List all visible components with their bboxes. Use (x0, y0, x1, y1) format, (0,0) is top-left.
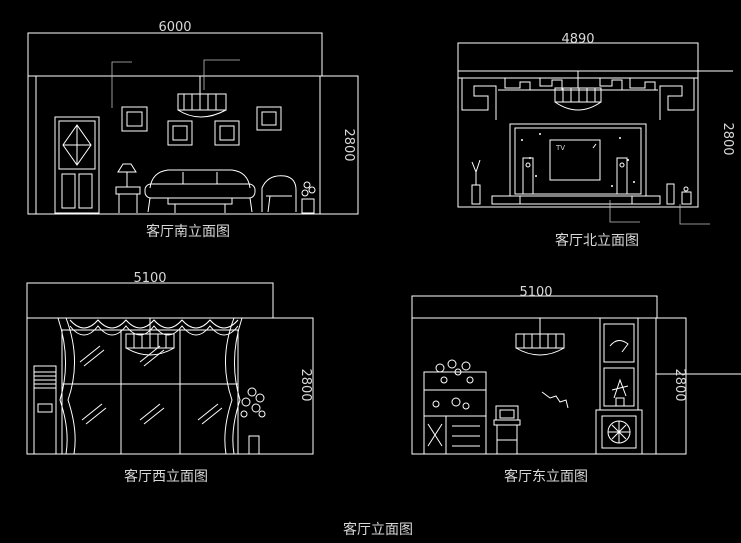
west-width-label: 5100 (133, 271, 166, 286)
south-door (54, 116, 100, 214)
west-plant (240, 387, 266, 455)
table-lamp (117, 163, 137, 173)
air-conditioner (33, 365, 57, 455)
picture-frame-1 (121, 106, 148, 132)
tv-feature-wall: TV (509, 123, 647, 197)
side-table (115, 186, 141, 195)
speaker-right (616, 157, 628, 195)
tv-screen (549, 139, 601, 181)
tv-cabinet (491, 195, 661, 205)
north-chandelier (554, 71, 602, 111)
north-wall-outline (457, 70, 699, 208)
west-chandelier (125, 318, 175, 356)
drawing-title: 客厅立面图 (343, 521, 413, 538)
west-wall-outline (26, 317, 314, 455)
south-chandelier (177, 59, 240, 118)
curtain-left (57, 317, 68, 455)
potted-plant (301, 181, 316, 214)
south-dimension-box (27, 32, 323, 77)
sofa (144, 169, 256, 213)
north-width-label: 4890 (561, 32, 594, 47)
art-niche (599, 317, 657, 454)
picture-frame-4 (256, 106, 282, 131)
north-height-label: 2800 (720, 122, 735, 155)
curtain-right (232, 317, 243, 455)
picture-frame-3 (214, 120, 240, 146)
east-caption: 客厅东立面图 (504, 468, 588, 485)
east-wall-outline (411, 317, 687, 455)
west-dimension-box (26, 282, 274, 319)
display-cabinet (423, 359, 487, 455)
picture-frame-2 (167, 120, 193, 146)
armchair (261, 175, 297, 213)
vase-right-1 (666, 183, 675, 205)
west-caption: 客厅西立面图 (124, 468, 208, 485)
wall-ornament (541, 391, 569, 409)
east-width-label: 5100 (519, 285, 552, 300)
tv-label: TV (555, 144, 565, 152)
north-caption: 客厅北立面图 (555, 232, 639, 249)
north-dimension-box (457, 42, 699, 72)
vase-right-2 (681, 191, 692, 205)
west-elevation: 5100 2800 (26, 271, 314, 485)
east-chandelier (515, 318, 565, 356)
vase-plant-left (471, 159, 481, 185)
south-elevation: 6000 (27, 20, 359, 240)
east-height-label: 2800 (672, 368, 687, 401)
window (61, 329, 239, 455)
speaker-left (522, 157, 534, 195)
south-caption: 客厅南立面图 (146, 223, 230, 240)
north-elevation: 4890 2800 (457, 32, 735, 249)
east-chair (493, 405, 521, 454)
west-height-label: 2800 (298, 368, 313, 401)
lattice-cabinet (595, 409, 643, 455)
south-height-label: 2800 (341, 128, 356, 161)
east-elevation: 5100 2800 (411, 285, 741, 485)
curtain-valance (69, 319, 239, 336)
south-width-label: 6000 (158, 20, 191, 35)
